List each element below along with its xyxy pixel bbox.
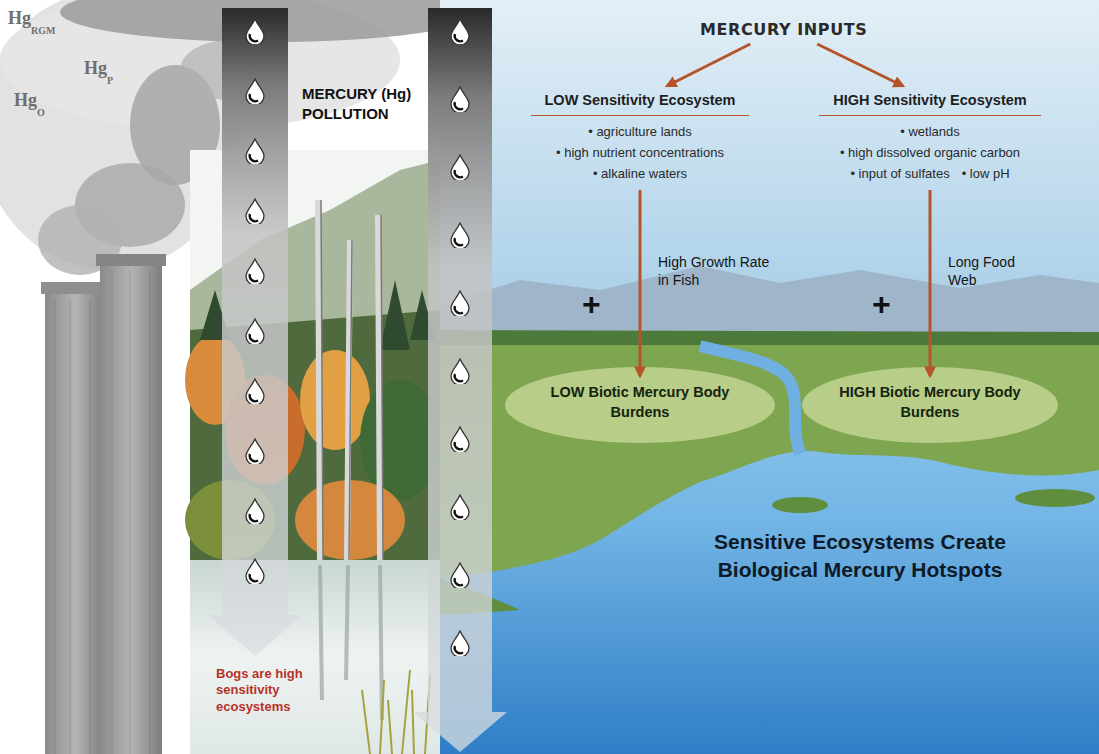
outcome-text: HIGH Biotic Mercury Body Burdens [839,384,1020,420]
text-line: MERCURY INPUTS [700,20,867,40]
text-line: • alkaline waters [505,163,775,184]
text-line: LOW Biotic Mercury Body Burdens [545,382,735,422]
chemical-subscript: O [37,107,45,118]
bullet-text: • high nutrient concentrations [556,145,724,160]
bullet-text: • wetlands [900,124,959,139]
bullet-text: • input of sulfates [850,166,949,181]
flow-arrow [639,190,642,376]
inputs-header: MERCURY INPUTS [700,20,867,40]
bullet-text: • alkaline waters [593,166,687,181]
flow-arrow [667,44,750,86]
edge-label: High Growth Rate in Fish [658,253,770,289]
plus-sign: + [582,288,601,320]
bullet-text: • low pH [962,166,1010,181]
text-line: LOW Sensitivity Ecosystem [505,90,775,121]
chemical-symbol: Hg [8,8,31,29]
text-line: HIGH Sensitivity Ecosystem [795,90,1065,121]
bullet-text: • agriculture lands [588,124,692,139]
chemical-subscript: RGM [31,25,55,36]
outcome-box: HIGH Biotic Mercury Body Burdens [835,382,1025,422]
ecosystem-box: HIGH Sensitivity Ecosystem • wetlands • hi… [795,90,1065,184]
text-line: • high dissolved organic carbon [795,142,1065,163]
edge-label: Long Food Web [948,253,1032,289]
outcome-box: LOW Biotic Mercury Body Burdens [545,382,735,422]
heading-text: LOW Sensitivity Ecosystem [531,90,750,116]
bog-note: Bogs are high sensitivity ecosystems [216,666,328,715]
flow-arrow [929,190,932,376]
text-line: HIGH Biotic Mercury Body Burdens [835,382,1025,422]
bullet-text: • high dissolved organic carbon [840,145,1020,160]
plus-sign: + [872,288,891,320]
text-line: • input of sulfates • low pH [795,163,1065,184]
chemical-subscript: P [107,75,113,86]
text-line: • agriculture lands [505,121,775,142]
text-line: • high nutrient concentrations [505,142,775,163]
diagram-title: Sensitive Ecosystems Create Biological M… [680,528,1040,585]
outcome-text: LOW Biotic Mercury Body Burdens [551,384,730,420]
heading-text: HIGH Sensitivity Ecosystem [819,90,1040,116]
chemical-symbol: Hg [84,58,107,79]
header-text: MERCURY INPUTS [700,20,867,39]
ecosystem-box: LOW Sensitivity Ecosystem • agriculture l… [505,90,775,184]
pollution-label: MERCURY (Hg) POLLUTION [302,84,420,123]
flow-arrow [817,44,903,86]
chemical-symbol: Hg [14,90,37,111]
text-line: • wetlands [795,121,1065,142]
